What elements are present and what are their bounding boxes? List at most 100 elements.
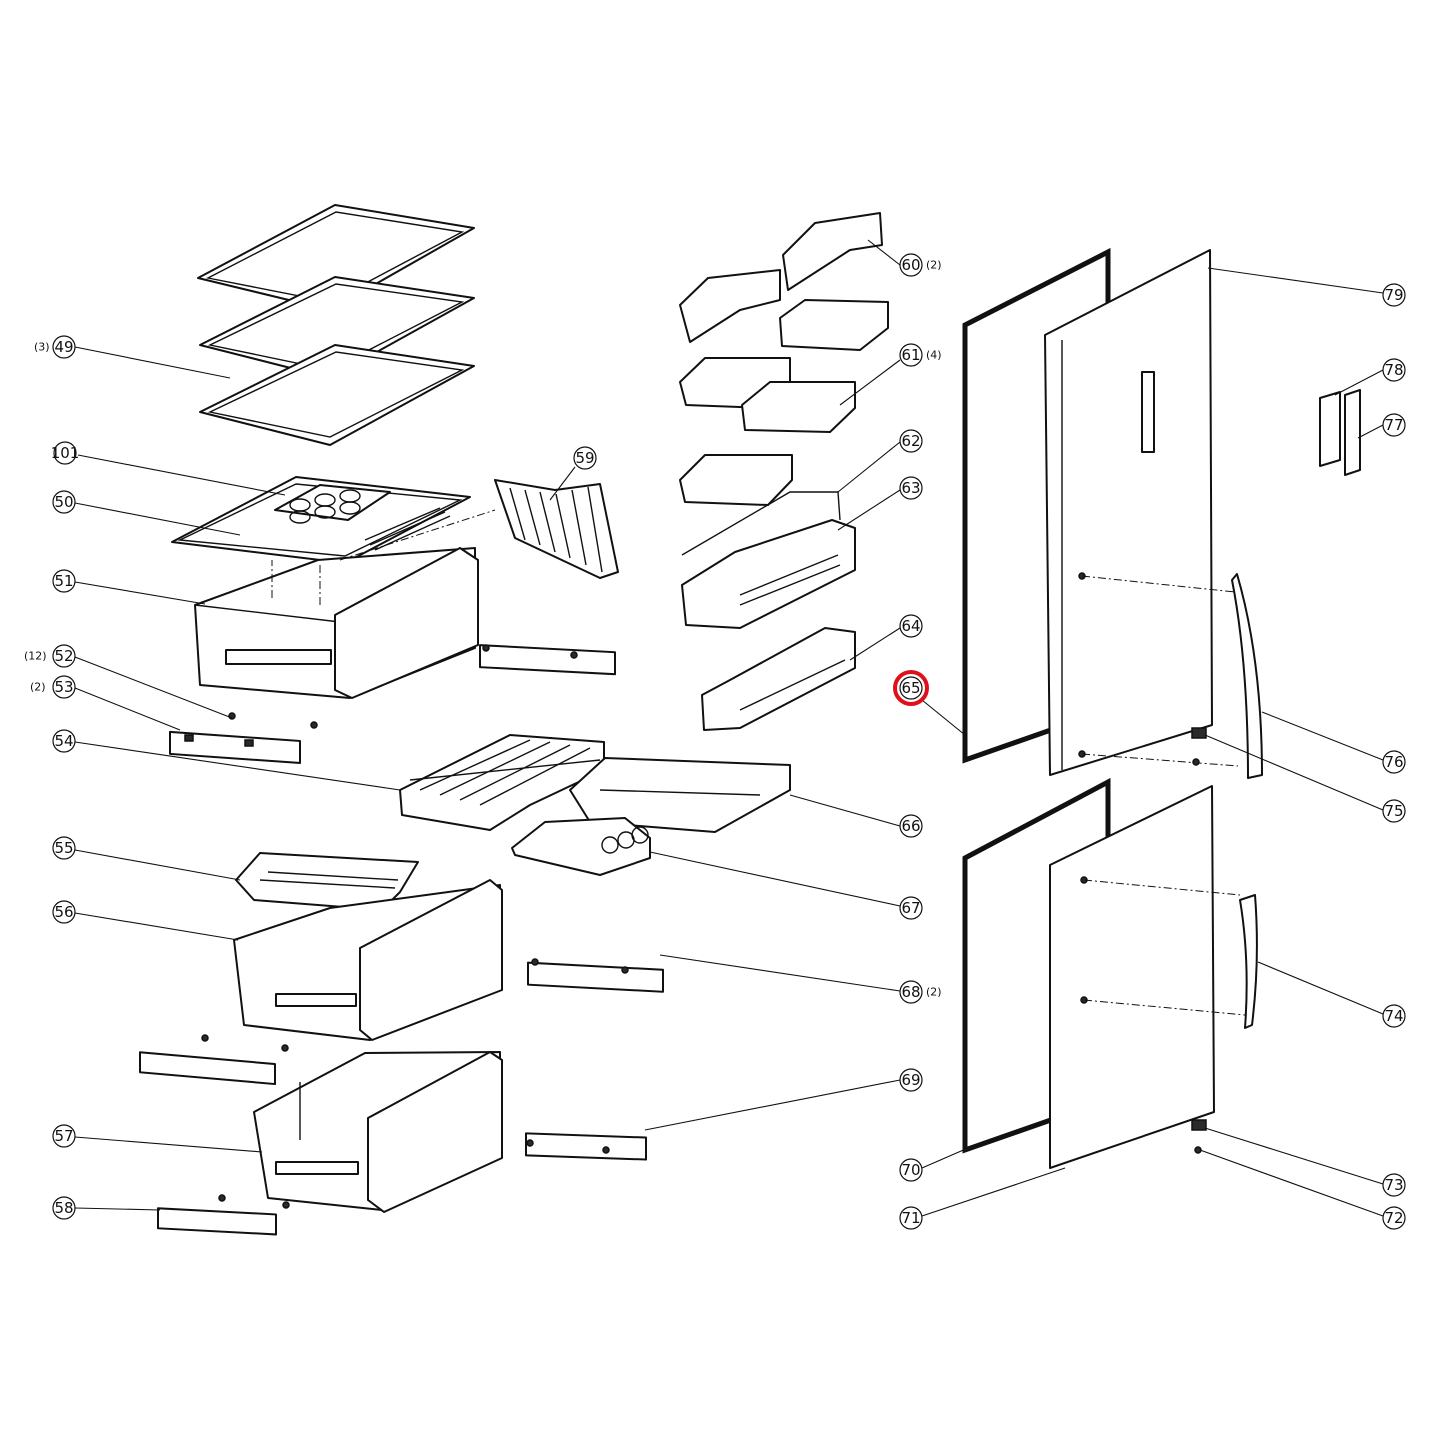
svg-text:79: 79 <box>1384 286 1403 304</box>
svg-text:56: 56 <box>54 903 73 921</box>
svg-text:(3): (3) <box>34 341 50 354</box>
svg-text:(4): (4) <box>926 349 942 362</box>
callout-73: 73 <box>1382 1173 1406 1197</box>
svg-text:73: 73 <box>1384 1176 1403 1194</box>
svg-text:51: 51 <box>54 572 73 590</box>
callout-54: 54 <box>52 729 76 753</box>
svg-text:65: 65 <box>901 679 920 697</box>
crisper-cover-part-50 <box>171 476 471 564</box>
rail-bracket-lower-left <box>139 1034 289 1086</box>
rail-bracket-part-69 <box>525 1132 647 1161</box>
rail-bracket-part-58 <box>157 1194 290 1236</box>
callout-63: 63 <box>899 476 923 500</box>
callout-75: 75 <box>1382 799 1406 823</box>
svg-text:59: 59 <box>575 449 594 467</box>
callout-79: 79 <box>1382 283 1406 307</box>
svg-text:69: 69 <box>901 1071 920 1089</box>
callout-67: 67 <box>899 896 923 920</box>
svg-text:66: 66 <box>901 817 920 835</box>
svg-text:49: 49 <box>54 338 73 356</box>
svg-text:74: 74 <box>1384 1007 1403 1025</box>
svg-text:67: 67 <box>901 899 920 917</box>
callout-56: 56 <box>52 900 76 924</box>
callout-65: 65 <box>893 670 929 706</box>
callout-78: 78 <box>1382 358 1406 382</box>
tray-part-66 <box>569 757 791 833</box>
drawer-part-56 <box>233 879 503 1041</box>
svg-text:55: 55 <box>54 839 73 857</box>
svg-text:(12): (12) <box>24 650 47 663</box>
rail-bracket-part-68 <box>527 958 664 993</box>
svg-text:62: 62 <box>901 432 920 450</box>
lower-handle-part-74 <box>1239 894 1258 1029</box>
callout-69: 69 <box>899 1068 923 1092</box>
svg-text:72: 72 <box>1384 1209 1403 1227</box>
svg-text:75: 75 <box>1384 802 1403 820</box>
svg-text:58: 58 <box>54 1199 73 1217</box>
callout-101: 101 <box>51 441 80 465</box>
hinge-pin-part-73 <box>1191 1119 1207 1154</box>
svg-text:50: 50 <box>54 493 73 511</box>
rail-bracket-part-53 <box>169 712 318 764</box>
callout-49: 49 (3) <box>34 335 76 359</box>
svg-text:76: 76 <box>1384 753 1403 771</box>
svg-text:71: 71 <box>901 1209 920 1227</box>
svg-text:(2): (2) <box>30 681 46 694</box>
callout-55: 55 <box>52 836 76 860</box>
callout-64: 64 <box>899 614 923 638</box>
callout-77: 77 <box>1382 413 1406 437</box>
hinge-cover-part-77 <box>1319 389 1361 476</box>
door-bin-part-63 <box>681 491 856 629</box>
upper-door-part-79 <box>1044 249 1239 776</box>
callout-57: 57 <box>52 1124 76 1148</box>
callout-66: 66 <box>899 814 923 838</box>
door-bin-part-61 <box>679 299 889 506</box>
grille-part-59 <box>494 479 619 579</box>
drawer-part-57 <box>253 1051 503 1213</box>
callout-76: 76 <box>1382 750 1406 774</box>
svg-text:57: 57 <box>54 1127 73 1145</box>
callout-62: 62 <box>899 429 923 453</box>
svg-text:52: 52 <box>54 647 73 665</box>
crisper-drawer-part-51 <box>194 547 479 699</box>
callout-72: 72 <box>1382 1206 1406 1230</box>
callout-60: 60 (2) <box>899 253 942 277</box>
callout-68: 68 (2) <box>899 980 942 1004</box>
svg-text:64: 64 <box>901 617 920 635</box>
rail-bracket-center-upper <box>479 644 616 676</box>
callout-50: 50 <box>52 490 76 514</box>
svg-text:63: 63 <box>901 479 920 497</box>
highlight-ring <box>893 670 929 706</box>
door-bin-part-64 <box>701 627 856 731</box>
callout-61: 61 (4) <box>899 343 942 367</box>
callout-74: 74 <box>1382 1004 1406 1028</box>
dairy-lid-part-60 <box>679 212 883 343</box>
svg-text:77: 77 <box>1384 416 1403 434</box>
hinge-part-75 <box>1191 727 1207 766</box>
lower-door-part-71 <box>1049 785 1246 1169</box>
upper-handle-part-76 <box>1231 573 1263 779</box>
wire-shelf-part-54 <box>399 734 605 831</box>
callout-59: 59 <box>573 446 597 470</box>
svg-text:(2): (2) <box>926 259 942 272</box>
svg-text:53: 53 <box>54 678 73 696</box>
callout-52: 52 (12) <box>24 644 76 668</box>
glass-shelf-part-49 <box>197 204 475 446</box>
callout-53: 53 (2) <box>30 675 76 699</box>
ice-tray-part-67 <box>511 817 651 876</box>
svg-text:101: 101 <box>51 444 80 462</box>
callout-58: 58 <box>52 1196 76 1220</box>
leader-lines <box>74 239 1384 1217</box>
svg-text:54: 54 <box>54 732 73 750</box>
svg-text:60: 60 <box>901 256 920 274</box>
svg-text:70: 70 <box>901 1161 920 1179</box>
callout-70: 70 <box>899 1158 923 1182</box>
svg-text:61: 61 <box>901 346 920 364</box>
tray-part-55 <box>235 852 419 911</box>
callout-51: 51 <box>52 569 76 593</box>
svg-text:78: 78 <box>1384 361 1403 379</box>
svg-text:(2): (2) <box>926 986 942 999</box>
svg-text:68: 68 <box>901 983 920 1001</box>
callout-71: 71 <box>899 1206 923 1230</box>
